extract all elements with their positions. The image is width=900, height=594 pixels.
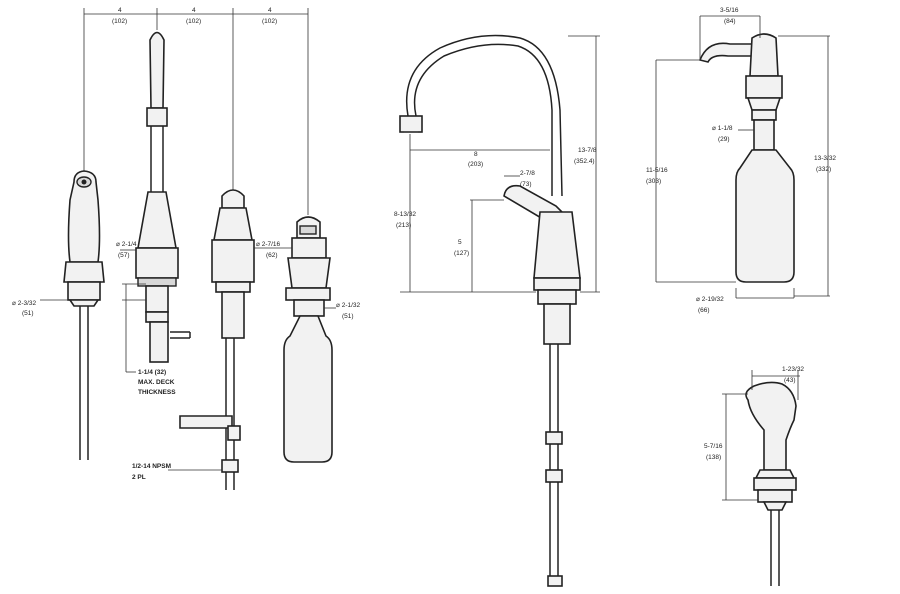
soap-below-label: 11-5/16	[646, 167, 668, 174]
soap-below-mm: (303)	[646, 178, 661, 185]
dispenser-small-dia-mm: (51)	[342, 313, 354, 320]
npsm-label-1: 1/2-14 NPSM	[132, 463, 171, 470]
spacing-3-label: 4	[268, 7, 272, 14]
handle-dia-label: ⌀ 2-7/16	[256, 241, 281, 248]
soap-total-mm: (332)	[816, 166, 831, 173]
spacing-1-label: 4	[118, 7, 122, 14]
soap-dispenser-small: ⌀ 2-7/16 (62) ⌀ 2-1/32 (51)	[254, 216, 361, 463]
soap-dispenser-large: 3-5/16 (84) ⌀ 1-1/8 (29) 11-5/16 (303) 1…	[646, 7, 836, 314]
npsm-label-2: 2 PL	[132, 474, 146, 481]
handle-valve-exploded: 1/2-14 NPSM 2 PL	[132, 189, 255, 490]
spacing-1-mm: (102)	[112, 18, 127, 25]
soap-reach-mm: (84)	[724, 18, 736, 25]
spray-top-width: 1-23/32	[782, 366, 804, 373]
handle-offset-label: 2-7/8	[520, 170, 535, 177]
soap-bottle-dia: ⌀ 2-19/32	[696, 296, 724, 303]
handle-offset-mm: (73)	[520, 181, 532, 188]
main-faucet-assembled: 8 (203) 13-7/8 (352.4) 2-7/8 (73) 8-13/3…	[394, 34, 600, 587]
spout-reach-label: 8	[474, 151, 478, 158]
top-spacing-dimensions: 4 (102) 4 (102) 4 (102)	[83, 7, 309, 215]
spacing-2-label: 4	[192, 7, 196, 14]
spray-height: 5-7/16	[704, 443, 723, 450]
deck-thickness-3: THICKNESS	[138, 389, 176, 396]
faucet-base-dia-label: ⌀ 2-1/4	[116, 241, 137, 248]
deck-thickness-2: MAX. DECK	[138, 379, 175, 386]
handle-dia-mm: (62)	[266, 252, 278, 259]
sprayer-dia-label: ⌀ 2-3/32	[12, 300, 37, 307]
sprayer-dia-mm: (51)	[22, 310, 34, 317]
faucet-base-dia-mm: (57)	[118, 252, 130, 259]
spout-reach-mm: (203)	[468, 161, 483, 168]
spout-height-label: 8-13/32	[394, 211, 416, 218]
soap-reach-label: 3-5/16	[720, 7, 739, 14]
overall-height-mm: (352.4)	[574, 158, 595, 165]
spacing-3-mm: (102)	[262, 18, 277, 25]
soap-total-label: 13-3/32	[814, 155, 836, 162]
overall-height-label: 13-7/8	[578, 147, 597, 154]
side-sprayer-left: ⌀ 2-3/32 (51)	[12, 170, 105, 460]
side-spray-right: 1-23/32 (43) 5-7/16 (138)	[704, 366, 804, 586]
dispenser-small-dia: ⌀ 2-1/32	[336, 302, 361, 309]
spacing-2-mm: (102)	[186, 18, 201, 25]
soap-shank-dia-mm: (29)	[718, 136, 730, 143]
soap-shank-dia: ⌀ 1-1/8	[712, 125, 733, 132]
spray-top-width-mm: (43)	[784, 377, 796, 384]
spray-height-mm: (138)	[706, 454, 721, 461]
spout-height-mm: (213)	[396, 222, 411, 229]
lever-height-label: 5	[458, 239, 462, 246]
soap-bottle-dia-mm: (66)	[698, 307, 710, 314]
lever-height-mm: (127)	[454, 250, 469, 257]
deck-thickness-1: 1-1/4 (32)	[138, 369, 166, 376]
faucet-body-exploded: ⌀ 2-1/4 (57) 1-1/4 (32) MAX. DECK THICKN…	[116, 31, 191, 396]
